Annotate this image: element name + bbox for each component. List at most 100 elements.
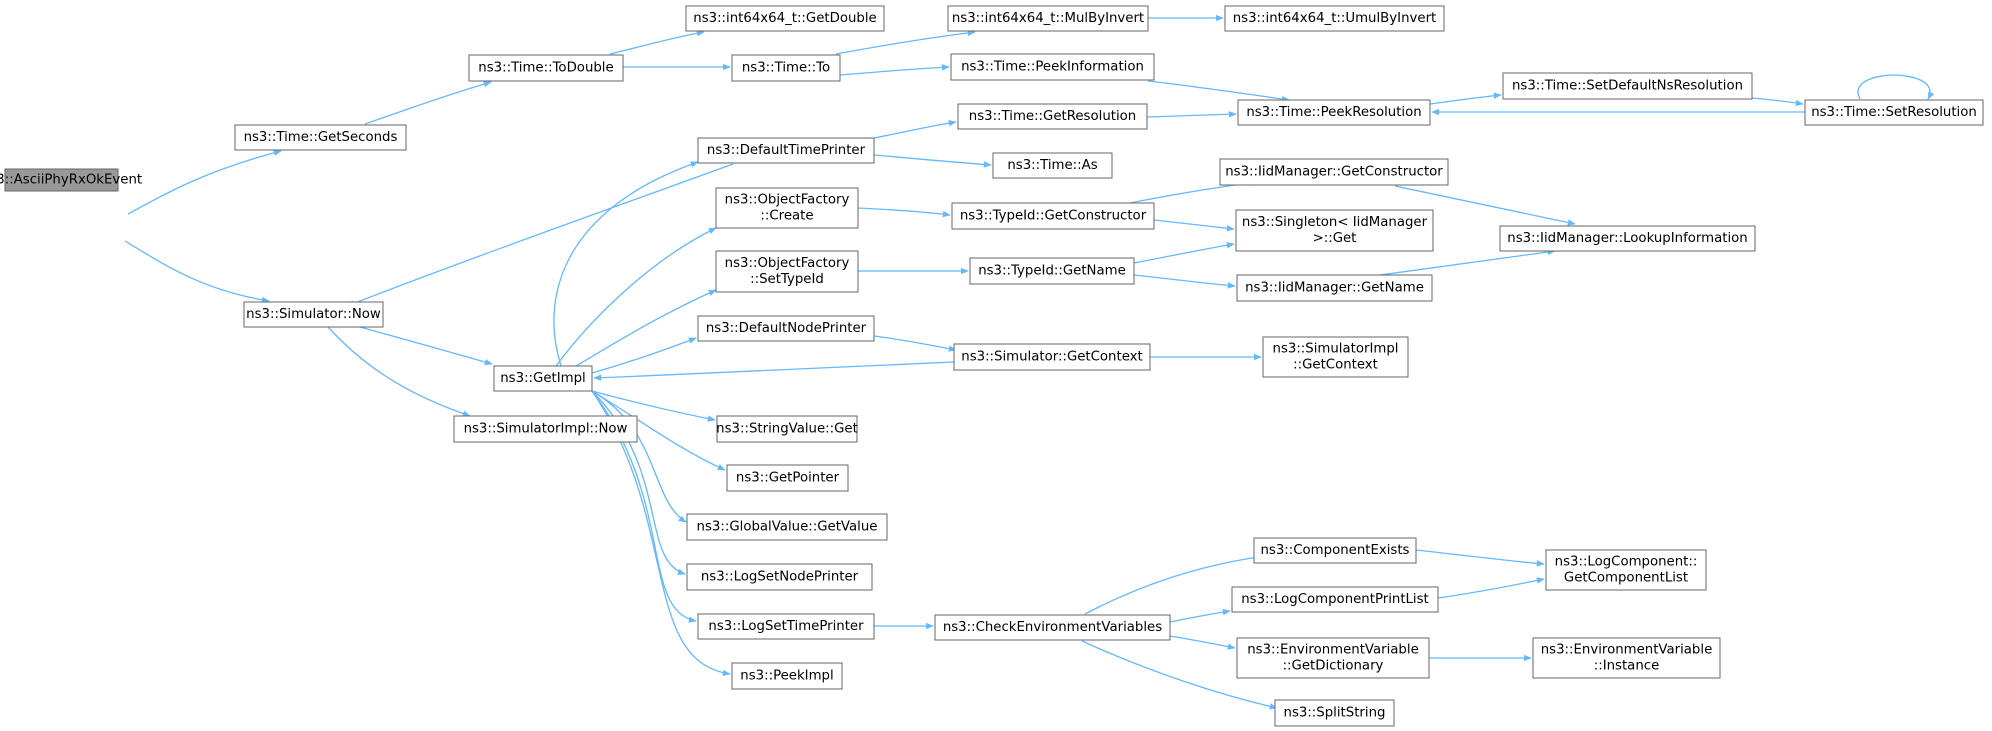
node-box bbox=[1274, 699, 1395, 727]
edge-set-default-ns-resolution-to-set-resolution bbox=[1751, 97, 1804, 107]
node-stringvalue-get[interactable]: ns3::StringValue::Get bbox=[716, 415, 858, 443]
edge-typeid-getname-to-iid-getname bbox=[1133, 274, 1236, 289]
edge-sim-now-to-get-impl bbox=[359, 326, 493, 366]
node-label: ns3::EnvironmentVariable bbox=[1541, 643, 1713, 658]
node-peek-resolution[interactable]: ns3::Time::PeekResolution bbox=[1237, 99, 1431, 126]
node-sim-getcontext[interactable]: ns3::Simulator::GetContext bbox=[953, 343, 1151, 371]
node-simimpl-getcontext[interactable]: ns3::SimulatorImpl::GetContext bbox=[1262, 336, 1409, 378]
node-to-double[interactable]: ns3::Time::ToDouble bbox=[468, 54, 624, 82]
node-umul-by-invert[interactable]: ns3::int64x64_t::UmulByInvert bbox=[1224, 5, 1445, 32]
node-label: ns3::DefaultNodePrinter bbox=[706, 321, 867, 336]
node-sim-now[interactable]: ns3::Simulator::Now bbox=[243, 301, 384, 328]
node-env-get-dictionary[interactable]: ns3::EnvironmentVariable::GetDictionary bbox=[1236, 637, 1430, 679]
node-label: ns3::Time::GetSeconds bbox=[244, 130, 398, 145]
edge-get-impl-to-stringvalue-get bbox=[591, 390, 716, 422]
node-label: ns3::ObjectFactory bbox=[725, 193, 850, 208]
node-label: ns3::CheckEnvironmentVariables bbox=[943, 620, 1162, 635]
node-box bbox=[715, 250, 859, 293]
node-box bbox=[1236, 274, 1433, 302]
node-label: ns3::SimulatorImpl::Now bbox=[464, 422, 628, 437]
node-peek-impl[interactable]: ns3::PeekImpl bbox=[731, 662, 843, 690]
node-box bbox=[4, 168, 119, 192]
edge-peek-resolution-to-set-default-ns-resolution bbox=[1429, 92, 1502, 105]
node-iid-lookup-information[interactable]: ns3::IidManager::LookupInformation bbox=[1499, 225, 1756, 252]
node-default-time-printer[interactable]: ns3::DefaultTimePrinter bbox=[697, 137, 875, 164]
node-box bbox=[686, 513, 888, 541]
node-label: ns3::Singleton< IidManager bbox=[1242, 215, 1428, 230]
node-split-string[interactable]: ns3::SplitString bbox=[1274, 699, 1395, 727]
node-iid-getname[interactable]: ns3::IidManager::GetName bbox=[1236, 274, 1433, 302]
node-box bbox=[731, 662, 843, 690]
node-check-env-vars[interactable]: ns3::CheckEnvironmentVariables bbox=[934, 614, 1171, 641]
node-label: ns3::Time::As bbox=[1007, 158, 1097, 173]
node-get-resolution[interactable]: ns3::Time::GetResolution bbox=[957, 103, 1148, 130]
node-iid-getconstructor[interactable]: ns3::IidManager::GetConstructor bbox=[1219, 158, 1449, 186]
node-int-getdouble[interactable]: ns3::int64x64_t::GetDouble bbox=[685, 5, 885, 32]
node-simimpl-now[interactable]: ns3::SimulatorImpl::Now bbox=[453, 415, 638, 443]
node-get-seconds[interactable]: ns3::Time::GetSeconds bbox=[234, 124, 407, 151]
node-label: ns3::PeekImpl bbox=[740, 669, 833, 684]
node-label: ns3::LogSetNodePrinter bbox=[701, 570, 859, 585]
node-box bbox=[957, 103, 1148, 130]
node-typeid-getconstructor[interactable]: ns3::TypeId::GetConstructor bbox=[951, 202, 1155, 230]
node-default-node-printer[interactable]: ns3::DefaultNodePrinter bbox=[697, 315, 875, 342]
node-get-impl[interactable]: ns3::GetImpl bbox=[493, 365, 593, 392]
node-label: ns3::Time::SetDefaultNsResolution bbox=[1512, 79, 1743, 94]
node-log-component-print-list[interactable]: ns3::LogComponentPrintList bbox=[1231, 586, 1439, 613]
node-root[interactable]: ns3::AsciiPhyRxOkEvent bbox=[0, 168, 142, 192]
node-component-exists[interactable]: ns3::ComponentExists bbox=[1253, 537, 1417, 564]
edge-check-env-vars-to-log-component-print-list bbox=[1169, 608, 1231, 623]
edge-get-impl-to-get-pointer bbox=[591, 390, 726, 471]
node-of-settypeid[interactable]: ns3::ObjectFactory::SetTypeId bbox=[715, 250, 859, 293]
node-label: ns3::Time::ToDouble bbox=[478, 61, 613, 76]
node-mul-by-invert[interactable]: ns3::int64x64_t::MulByInvert bbox=[947, 5, 1149, 32]
node-box bbox=[1502, 72, 1753, 100]
edge-of-create-to-typeid-getconstructor bbox=[857, 207, 951, 218]
node-box bbox=[1804, 99, 1984, 126]
node-of-create[interactable]: ns3::ObjectFactory::Create bbox=[715, 187, 859, 229]
node-label: ns3::LogSetTimePrinter bbox=[708, 619, 864, 634]
node-log-set-time-printer[interactable]: ns3::LogSetTimePrinter bbox=[697, 613, 875, 640]
node-label: ns3::int64x64_t::GetDouble bbox=[693, 11, 876, 26]
edge-iid-getname-to-iid-lookup-information bbox=[1379, 248, 1556, 276]
node-get-pointer[interactable]: ns3::GetPointer bbox=[726, 464, 849, 492]
node-box bbox=[1236, 637, 1430, 679]
node-typeid-getname[interactable]: ns3::TypeId::GetName bbox=[969, 257, 1135, 285]
edge-get-resolution-to-peek-resolution bbox=[1146, 111, 1237, 118]
node-label: ns3::Time::PeekResolution bbox=[1246, 105, 1421, 120]
node-time-to[interactable]: ns3::Time::To bbox=[731, 54, 841, 82]
edge-get-seconds-to-to-double bbox=[364, 80, 492, 125]
edge-to-double-to-int-getdouble bbox=[609, 30, 705, 55]
node-label: ns3::ObjectFactory bbox=[725, 256, 850, 271]
node-time-as[interactable]: ns3::Time::As bbox=[992, 152, 1113, 179]
node-log-set-node-printer[interactable]: ns3::LogSetNodePrinter bbox=[686, 563, 873, 591]
node-box bbox=[1499, 225, 1756, 252]
edge-iid-getconstructor-to-iid-lookup-information bbox=[1394, 185, 1576, 226]
node-box bbox=[934, 614, 1171, 641]
node-box bbox=[950, 53, 1155, 81]
edge-typeid-getname-to-singleton-get bbox=[1133, 242, 1235, 264]
node-label: ns3::StringValue::Get bbox=[716, 422, 858, 437]
edge-typeid-getconstructor-to-singleton-get bbox=[1153, 219, 1235, 232]
node-label: ns3::GlobalValue::GetValue bbox=[697, 520, 878, 535]
edge-check-env-vars-to-component-exists bbox=[1084, 553, 1266, 615]
node-box bbox=[1219, 158, 1449, 186]
node-box bbox=[992, 152, 1113, 179]
edge-get-impl-to-default-node-printer bbox=[591, 337, 697, 374]
node-set-resolution[interactable]: ns3::Time::SetResolution bbox=[1804, 99, 1984, 126]
node-box bbox=[726, 464, 849, 492]
node-label: ns3::SimulatorImpl bbox=[1273, 342, 1399, 357]
node-peek-information[interactable]: ns3::Time::PeekInformation bbox=[950, 53, 1155, 81]
node-box bbox=[953, 343, 1151, 371]
edge-component-exists-to-log-get-component-list bbox=[1415, 549, 1545, 567]
node-log-get-component-list[interactable]: ns3::LogComponent::GetComponentList bbox=[1545, 549, 1707, 591]
node-box bbox=[951, 202, 1155, 230]
node-env-instance[interactable]: ns3::EnvironmentVariable::Instance bbox=[1532, 637, 1721, 679]
node-label: ns3::IidManager::LookupInformation bbox=[1507, 231, 1747, 246]
node-label: ns3::TypeId::GetName bbox=[978, 264, 1126, 279]
node-singleton-get[interactable]: ns3::Singleton< IidManager>::Get bbox=[1235, 209, 1434, 252]
node-label: ns3::Simulator::Now bbox=[246, 307, 381, 322]
node-set-default-ns-resolution[interactable]: ns3::Time::SetDefaultNsResolution bbox=[1502, 72, 1753, 100]
edge-root-to-get-seconds bbox=[127, 149, 282, 215]
node-gv-getvalue[interactable]: ns3::GlobalValue::GetValue bbox=[686, 513, 888, 541]
